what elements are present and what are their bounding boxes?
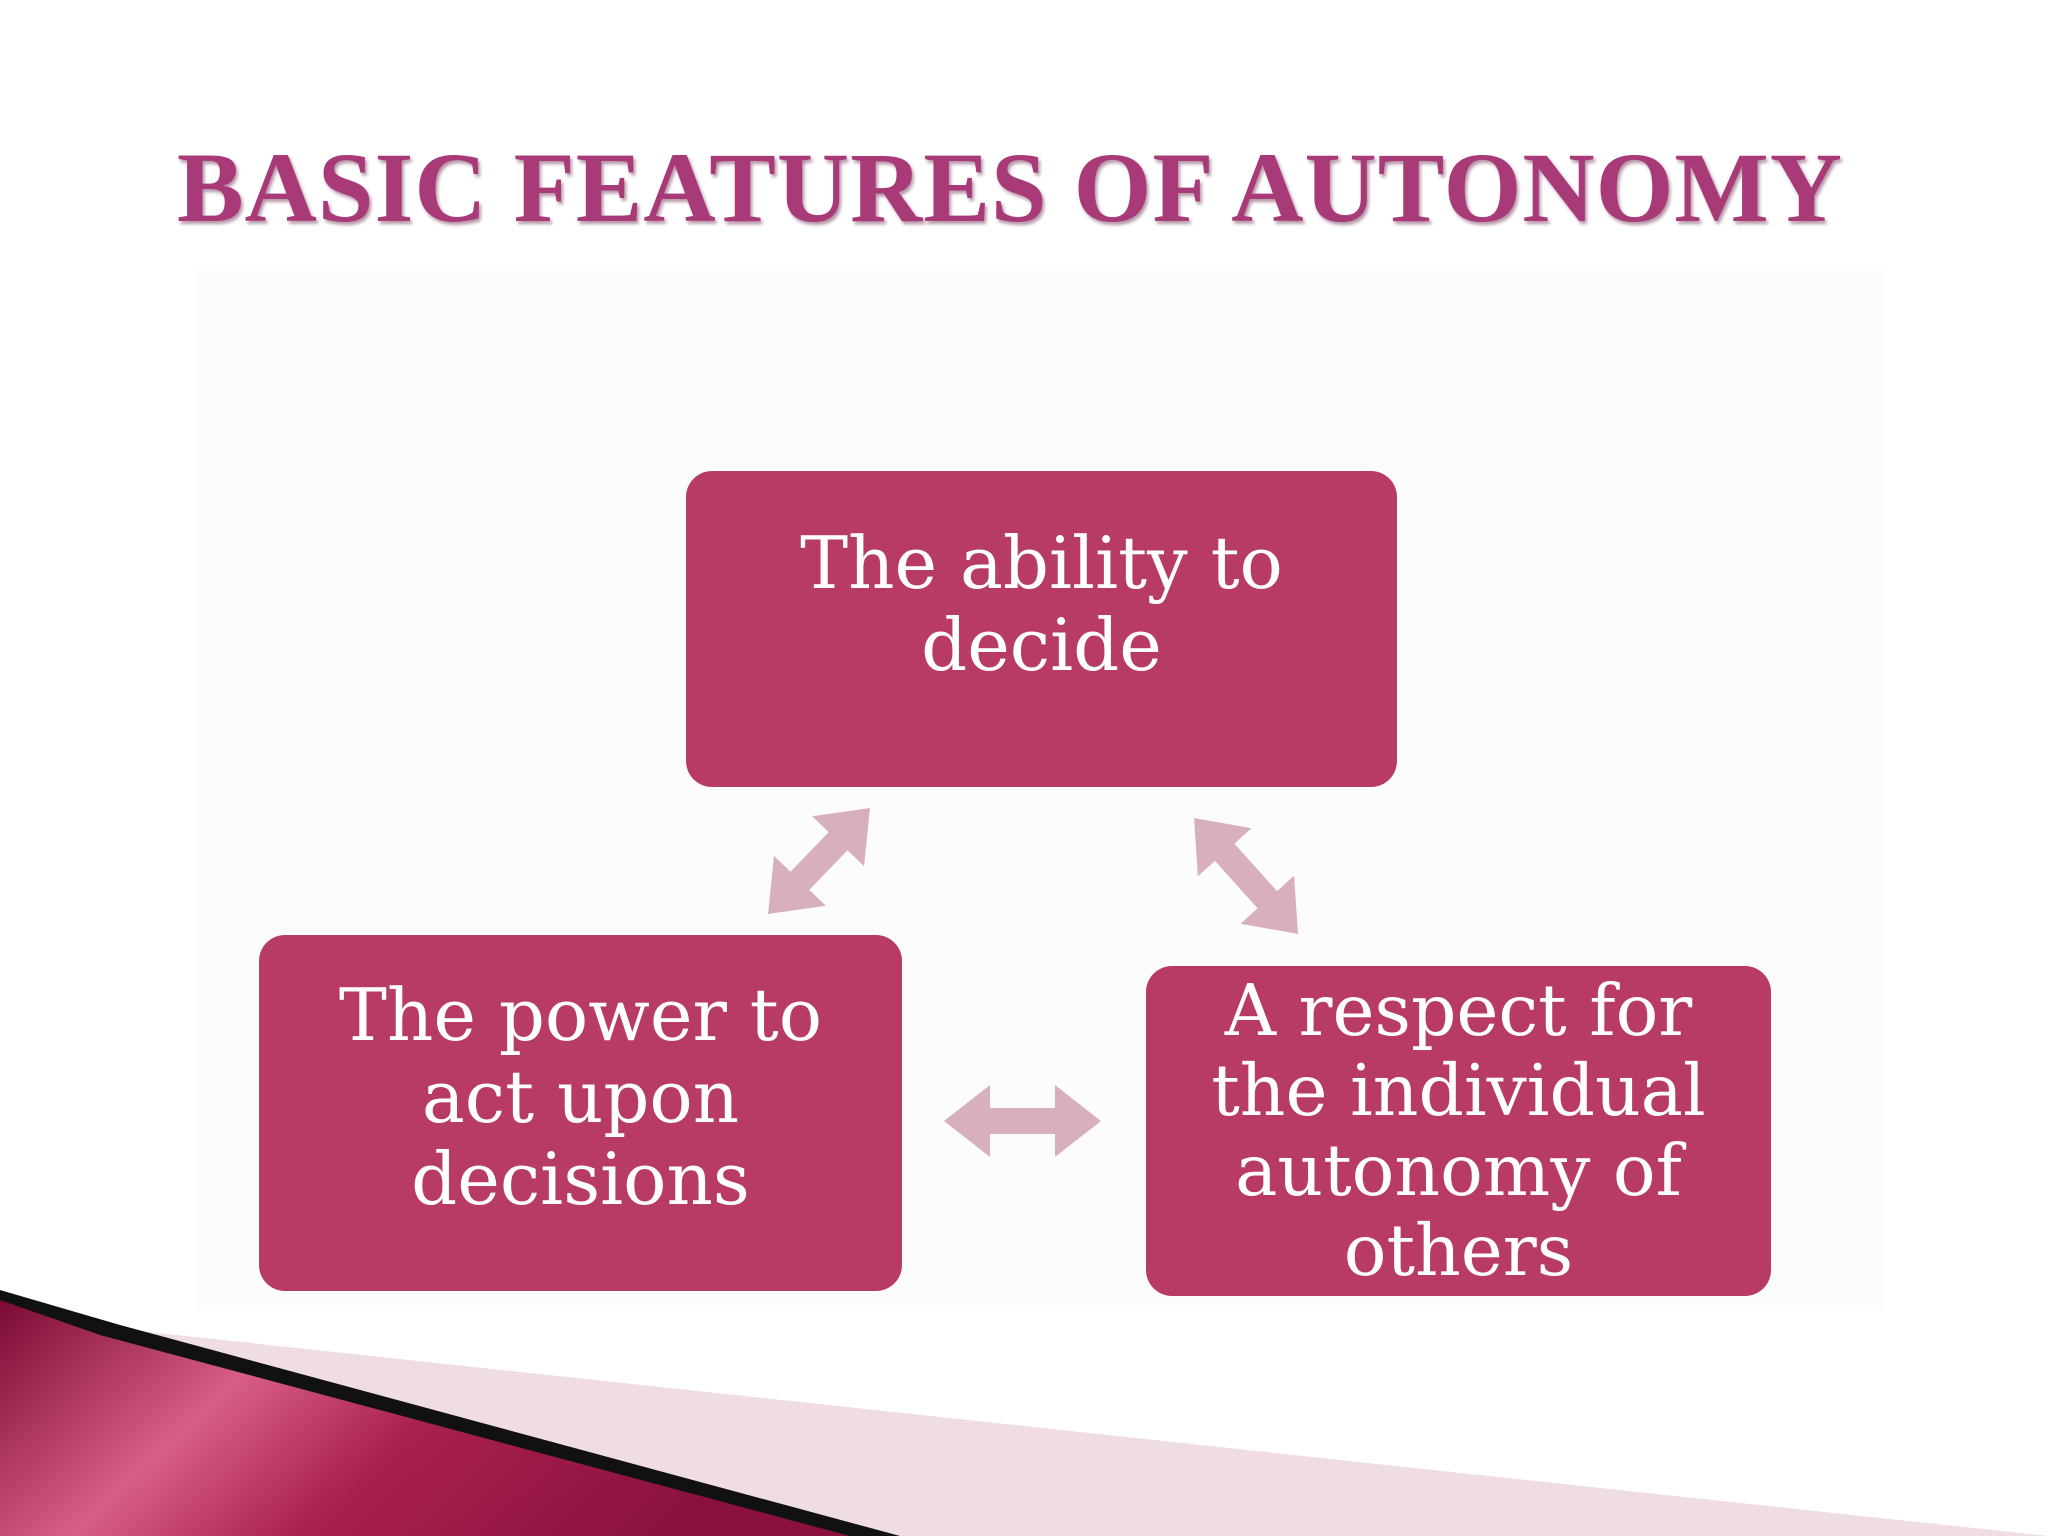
arrow-act-respect bbox=[944, 1085, 1101, 1157]
node-label-act: The power to act upon decisions bbox=[338, 973, 823, 1221]
node-power-to-act: The power to act upon decisions bbox=[259, 935, 902, 1291]
swoosh-maroon-band bbox=[0, 1300, 850, 1536]
node-label-respect: A respect for the individual autonomy of… bbox=[1211, 969, 1706, 1292]
node-respect-for-autonomy: A respect for the individual autonomy of… bbox=[1146, 966, 1771, 1296]
slide-title: BASIC FEATURES OF AUTONOMY bbox=[176, 132, 1844, 243]
node-label-decide: The ability to decide bbox=[800, 521, 1283, 687]
arrow-decide-act bbox=[768, 808, 870, 914]
arrow-decide-respect bbox=[1194, 818, 1298, 934]
node-ability-to-decide: The ability to decide bbox=[686, 471, 1397, 787]
